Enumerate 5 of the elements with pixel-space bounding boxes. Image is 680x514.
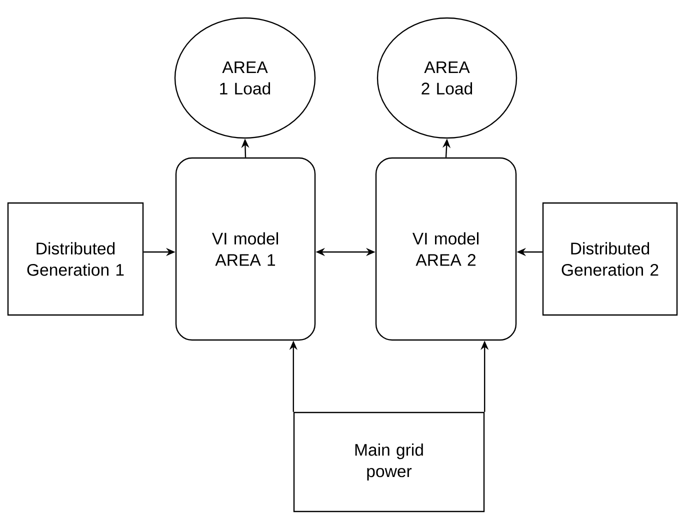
source-box: Distributed Generation 1: [7, 202, 144, 316]
source-box: Distributed Generation 2: [542, 202, 678, 316]
model-box: VI model AREA 2: [375, 157, 517, 341]
source-box: Main grid power: [293, 412, 485, 512]
model-box: VI model AREA 1: [175, 157, 316, 341]
